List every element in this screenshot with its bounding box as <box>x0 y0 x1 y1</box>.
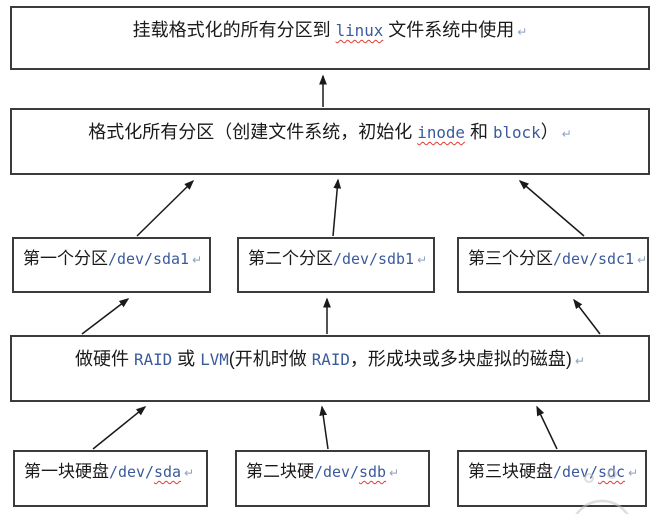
arrow-part1-to-format <box>136 179 195 237</box>
box-disk-sdb-text: 第二块硬/dev/sdb↵ <box>246 462 400 481</box>
box-partition-sda1: 第一个分区/dev/sda1↵ <box>12 237 211 293</box>
arrow-disk2-to-raid <box>319 405 329 450</box>
box-partition-sdc1-text: 第三个分区/dev/sdc1↵ <box>468 249 648 268</box>
box-partition-sda1-text: 第一个分区/dev/sda1↵ <box>23 249 203 268</box>
box-disk-sda: 第一块硬盘/dev/sda↵ <box>13 450 208 507</box>
box-disk-sdb: 第二块硬/dev/sdb↵ <box>235 450 430 507</box>
arrow-raid-to-part1 <box>81 298 130 335</box>
arrow-disk3-to-raid <box>536 405 558 450</box>
box-mount-text: 挂载格式化的所有分区到 linux 文件系统中使用↵ <box>132 20 528 40</box>
box-raid-lvm-text: 做硬件 RAID 或 LVM(开机时做 RAID，形成块或多块虚拟的磁盘)↵ <box>75 349 585 369</box>
arrow-part2-to-format <box>332 178 342 237</box>
box-partition-sdb1-text: 第二个分区/dev/sdb1↵ <box>248 249 428 268</box>
arrow-disk1-to-raid <box>92 406 147 450</box>
box-format-all-partitions: 格式化所有分区（创建文件系统，初始化 inode 和 block）↵ <box>10 108 650 175</box>
arrow-raid-to-part3 <box>573 298 601 335</box>
box-partition-sdc1: 第三个分区/dev/sdc1↵ <box>457 237 649 293</box>
arrow-part3-to-format <box>518 180 585 237</box>
box-raid-lvm: 做硬件 RAID 或 LVM(开机时做 RAID，形成块或多块虚拟的磁盘)↵ <box>10 335 650 402</box>
box-disk-sda-text: 第一块硬盘/dev/sda↵ <box>24 462 195 481</box>
box-mount-all-partitions: 挂载格式化的所有分区到 linux 文件系统中使用↵ <box>10 6 650 70</box>
box-partition-sdb1: 第二个分区/dev/sdb1↵ <box>237 237 435 293</box>
box-format-text: 格式化所有分区（创建文件系统，初始化 inode 和 block）↵ <box>88 122 572 142</box>
